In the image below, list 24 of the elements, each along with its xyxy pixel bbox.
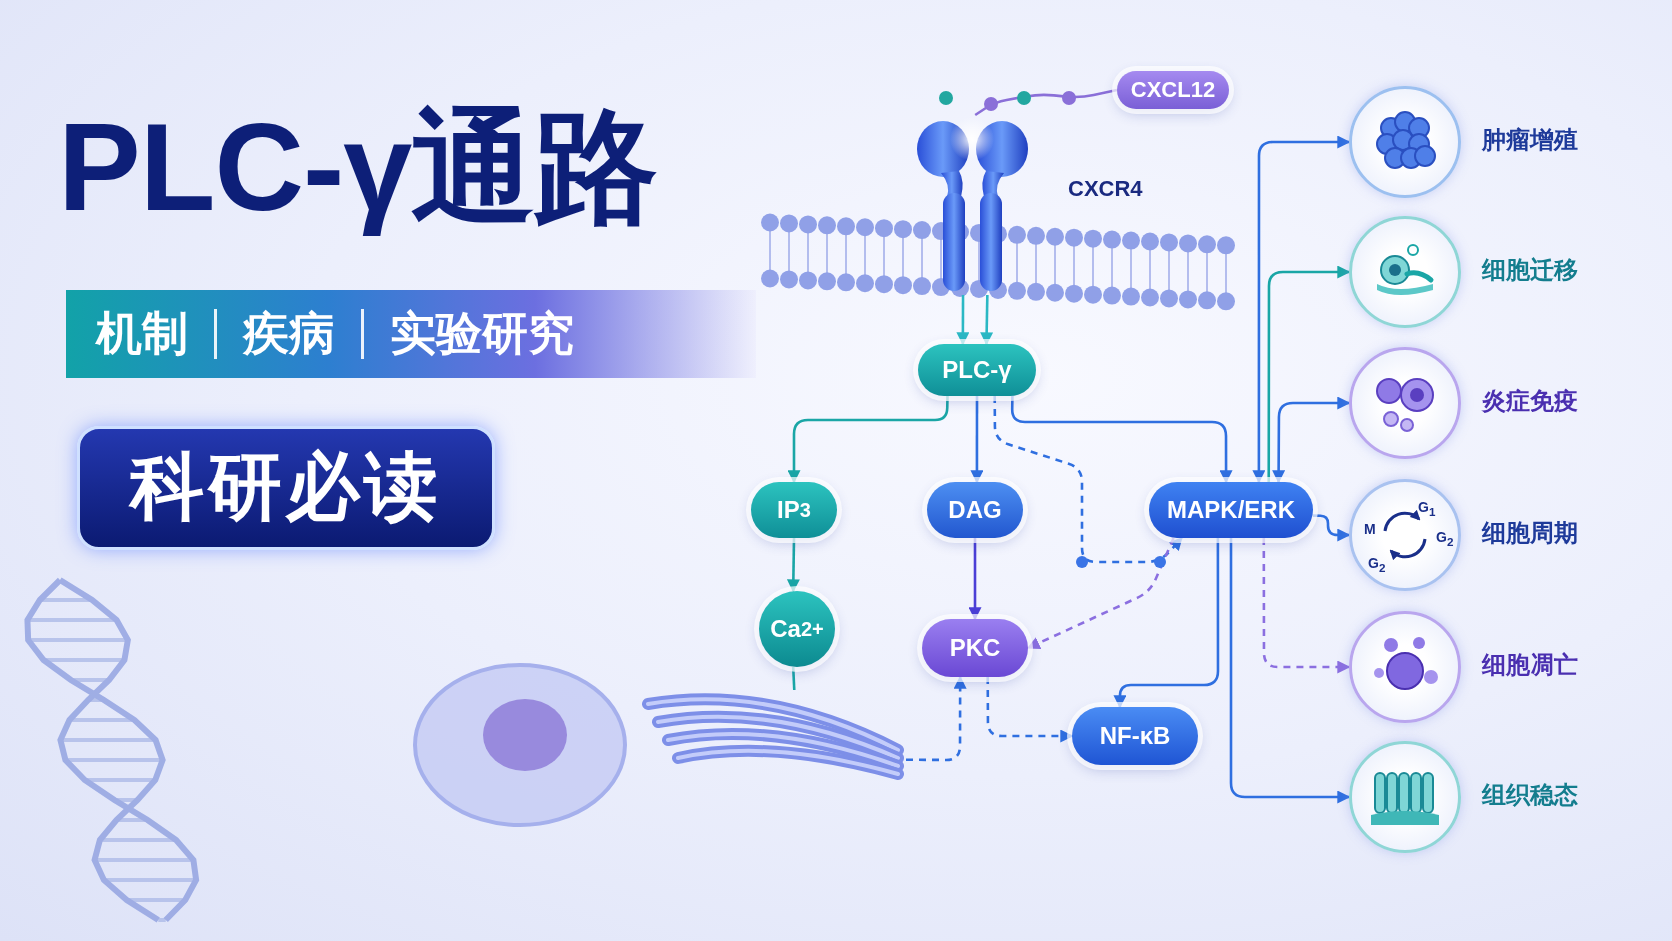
outcome-circle (1349, 741, 1461, 853)
outcome-circle (1349, 479, 1461, 591)
subtitle-word: 疾病 (243, 306, 335, 361)
receptor-label: CXCR4 (1068, 176, 1143, 203)
phase-label: G$_{2}$ (1368, 556, 1386, 574)
outcome-label: 肿瘤增殖 (1482, 126, 1578, 155)
outcome-label: 细胞迁移 (1482, 256, 1578, 285)
subtitle-word: 实验研究 (390, 306, 574, 361)
outcome-label: 细胞周期 (1482, 519, 1578, 548)
endoplasmic-reticulum-drawing (640, 690, 906, 783)
phase-label: G$_{2}$ (1436, 530, 1454, 548)
outcome-circle (1349, 86, 1461, 198)
phase-label: M (1364, 522, 1376, 536)
outcome-circle (1349, 347, 1461, 459)
phase-label: G$_{1}$ (1418, 500, 1436, 518)
outcome-circle (1349, 216, 1461, 328)
subtitle-banner (66, 290, 756, 378)
outcome-label: 组织稳态 (1482, 781, 1578, 810)
tagline-banner: 科研必读 (77, 426, 495, 550)
title: PLC-γ通路 (58, 97, 658, 238)
subtitle-word: 机制 (96, 306, 188, 361)
outcome-label: 细胞凋亡 (1482, 651, 1578, 680)
outcome-circle (1349, 611, 1461, 723)
outcome-label: 炎症免疫 (1482, 387, 1578, 416)
